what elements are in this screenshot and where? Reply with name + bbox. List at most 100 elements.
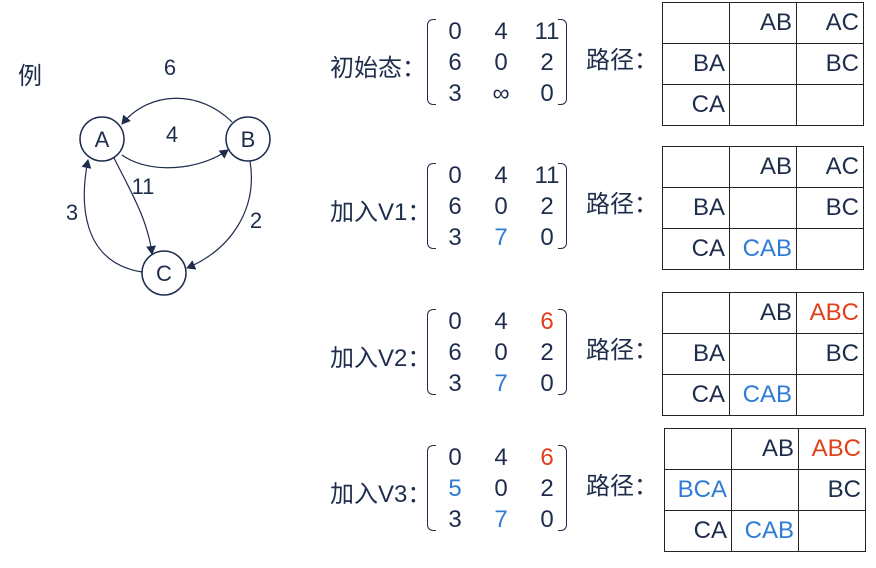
path-cell: BC xyxy=(798,469,866,511)
path-cell: BA xyxy=(662,333,730,375)
path-cell-text: CA xyxy=(691,91,725,118)
path-label-1: 路径： xyxy=(586,191,658,218)
matrix-cell: 7 xyxy=(494,370,508,397)
path-cell-text: CAB xyxy=(742,381,792,408)
path-cell: AB xyxy=(729,2,797,44)
path-cell: CA xyxy=(662,374,730,416)
matrix-cell: 4 xyxy=(494,444,508,471)
node-c-label: C xyxy=(156,261,172,286)
matrix-cell: 0 xyxy=(494,475,508,502)
path-cell: BCA xyxy=(664,469,732,511)
matrix-cell: 0 xyxy=(448,444,462,471)
path-cell-text: BC xyxy=(825,50,859,77)
matrix-cell: 11 xyxy=(534,162,560,189)
matrix-cell: 6 xyxy=(448,49,462,76)
path-cell: BC xyxy=(796,333,864,375)
edge-a-to-b xyxy=(121,149,229,169)
table-row: AB ABC xyxy=(662,292,864,334)
matrix-bracket-right xyxy=(558,445,567,531)
table-row: CA CAB xyxy=(662,228,864,270)
matrix-cell: 0 xyxy=(540,80,554,107)
matrix-cell: 3 xyxy=(448,224,462,251)
example-label: 例 xyxy=(18,63,42,90)
path-cell xyxy=(729,84,797,126)
path-label-2: 路径： xyxy=(586,337,658,364)
path-label-3: 路径： xyxy=(586,473,658,500)
edge-b-to-a xyxy=(121,97,233,125)
matrix-cell: 3 xyxy=(448,506,462,533)
matrix-cell: 0 xyxy=(540,370,554,397)
path-cell xyxy=(729,43,797,85)
path-label-0: 路径： xyxy=(586,47,658,74)
path-cell xyxy=(798,510,866,552)
table-row: AB AC xyxy=(662,2,864,44)
path-cell-text: AC xyxy=(825,9,859,36)
path-cell-text: AC xyxy=(825,153,859,180)
table-row: CA xyxy=(662,84,864,126)
path-cell xyxy=(662,146,730,188)
path-cell-text: CA xyxy=(691,235,725,262)
matrix-cell: 4 xyxy=(494,308,508,335)
table-row: BA BC xyxy=(662,333,864,375)
path-cell: CAB xyxy=(731,510,799,552)
path-cell-text: AB xyxy=(761,435,794,462)
matrix-cell: 6 xyxy=(448,193,462,220)
matrix-cell: 0 xyxy=(448,18,462,45)
path-cell-text xyxy=(721,153,729,180)
matrix-bracket-right xyxy=(558,309,567,395)
path-cell-text xyxy=(855,381,863,408)
matrix-bracket-right xyxy=(558,19,567,105)
matrix-cell: 6 xyxy=(540,308,554,335)
matrix-cell: 6 xyxy=(540,444,554,471)
step-label-0: 初始态： xyxy=(330,55,426,82)
path-cell-text xyxy=(857,517,865,544)
edge-a-to-c xyxy=(113,157,157,255)
matrix-cell: 11 xyxy=(534,18,560,45)
matrix-cell: 3 xyxy=(448,370,462,397)
matrix-cell: 2 xyxy=(540,193,554,220)
path-cell: ABC xyxy=(796,292,864,334)
path-cell-text: ABC xyxy=(811,435,861,462)
path-table-2: AB ABC BA BC CA CAB xyxy=(662,292,864,416)
matrix-cell: 4 xyxy=(494,18,508,45)
matrix-cell: 0 xyxy=(448,308,462,335)
edge-b-to-c xyxy=(186,160,252,270)
path-cell: BA xyxy=(662,187,730,229)
path-cell-text: ABC xyxy=(809,299,859,326)
node-a-label: A xyxy=(95,127,110,152)
table-row: CA CAB xyxy=(662,374,864,416)
path-cell-text: CA xyxy=(691,381,725,408)
path-cell: CA xyxy=(662,228,730,270)
path-cell-text xyxy=(790,476,798,503)
weight-c-to-a: 3 xyxy=(66,200,78,225)
path-cell-text: CAB xyxy=(742,235,792,262)
path-cell: CAB xyxy=(729,374,797,416)
path-cell-text: CAB xyxy=(744,517,794,544)
path-cell-text: AB xyxy=(759,299,792,326)
path-cell: AC xyxy=(796,146,864,188)
path-cell-text xyxy=(855,235,863,262)
matrix-cell: 0 xyxy=(494,339,508,366)
weight-a-to-c: 11 xyxy=(132,174,155,199)
path-cell: BC xyxy=(796,187,864,229)
matrix-cell: 0 xyxy=(494,193,508,220)
table-row: AB ABC xyxy=(664,428,866,470)
path-cell-text: BA xyxy=(692,50,725,77)
matrix-cell: 0 xyxy=(540,506,554,533)
path-cell-text xyxy=(788,91,796,118)
path-cell xyxy=(729,333,797,375)
path-cell xyxy=(662,292,730,334)
path-cell xyxy=(796,228,864,270)
edge-c-to-a xyxy=(81,159,143,273)
matrix-cell: 6 xyxy=(448,339,462,366)
step-label-2: 加入V2： xyxy=(330,345,432,372)
node-a xyxy=(79,116,125,162)
matrix-cell: 2 xyxy=(540,339,554,366)
matrix-cell: 2 xyxy=(540,49,554,76)
path-cell: BC xyxy=(796,43,864,85)
path-cell-text xyxy=(788,340,796,367)
